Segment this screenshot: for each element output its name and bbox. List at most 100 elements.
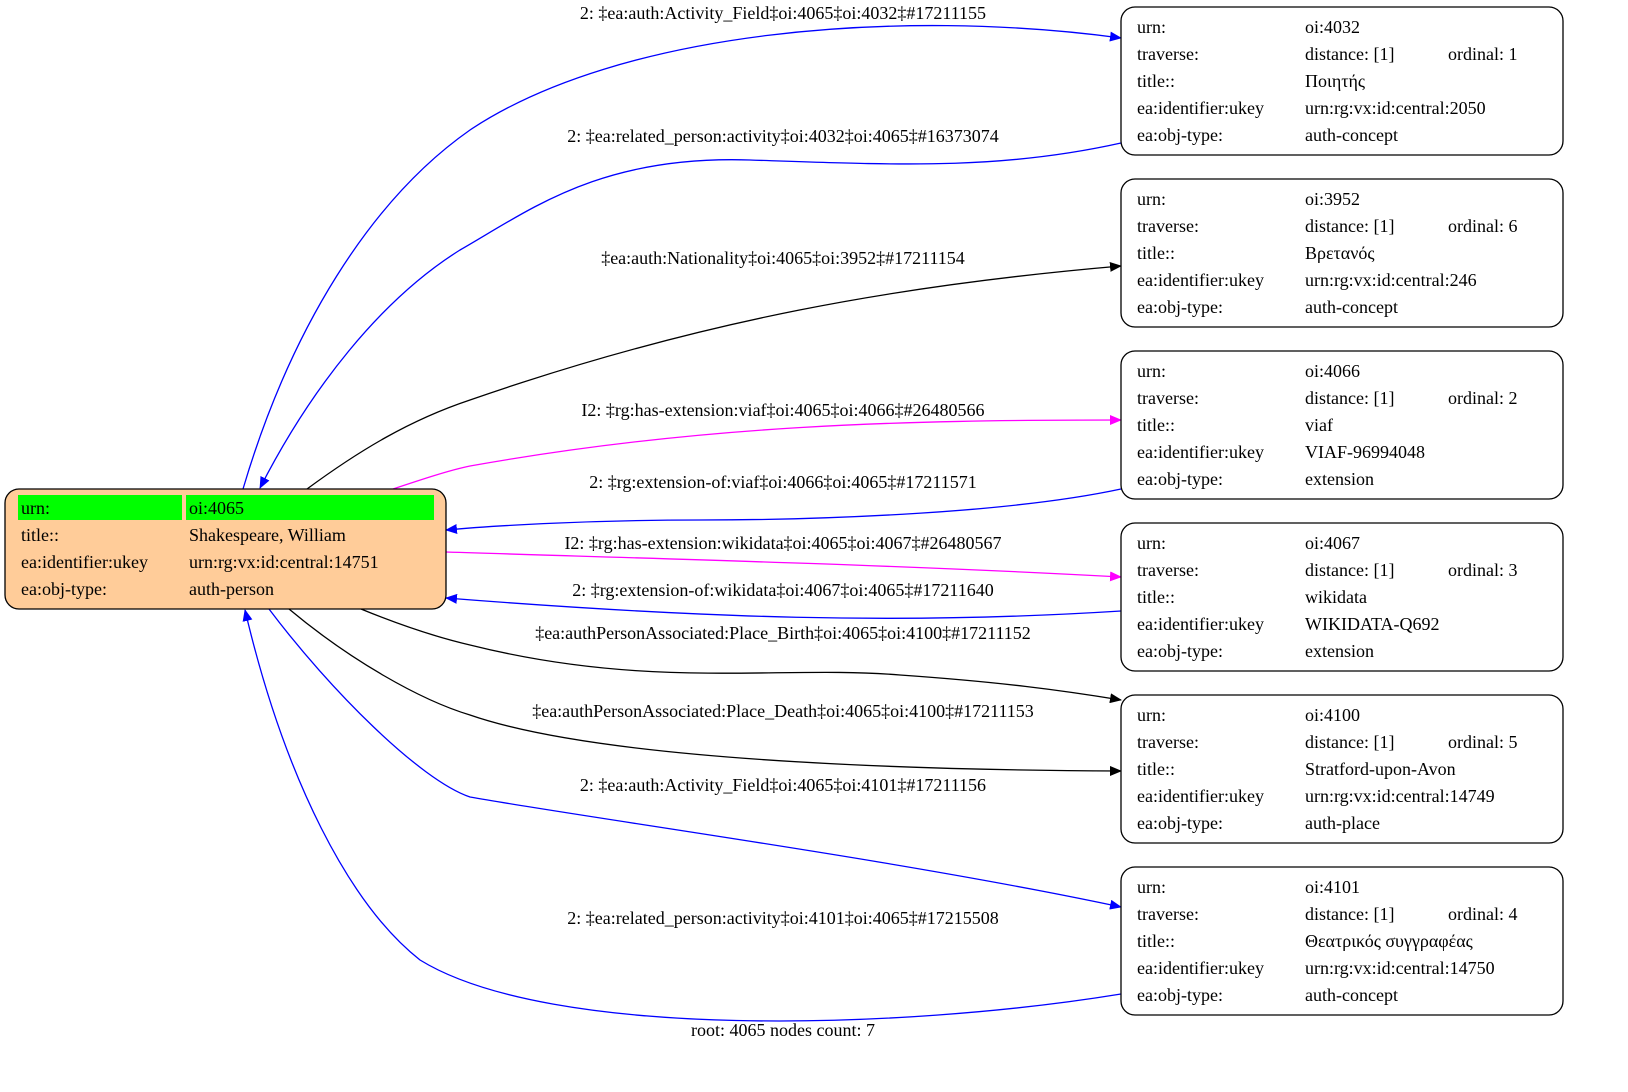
node-box xyxy=(1120,522,1564,672)
key: ea:identifier:ukey xyxy=(1137,958,1264,978)
value: extension xyxy=(1305,469,1374,489)
value: distance: [1] xyxy=(1305,732,1394,752)
key: traverse: xyxy=(1137,388,1199,408)
value: wikidata xyxy=(1305,587,1367,607)
key: urn: xyxy=(1137,533,1166,553)
key: urn: xyxy=(1137,877,1166,897)
key: title:: xyxy=(1137,415,1175,435)
edge-4065-4101 xyxy=(268,608,1122,910)
edge-label: 2: ‡ea:related_person:activity‡oi:4032‡o… xyxy=(567,126,998,146)
edge-label: ‡ea:auth:Nationality‡oi:4065‡oi:3952‡#17… xyxy=(601,248,965,268)
node-oi-4100[interactable]: urn: oi:4100 traverse: distance: [1] ordinal… xyxy=(1120,694,1564,844)
key: title:: xyxy=(1137,243,1175,263)
value: oi:4032 xyxy=(1305,17,1360,37)
key: title:: xyxy=(1137,587,1175,607)
value: urn:rg:vx:id:central:2050 xyxy=(1305,98,1486,118)
edge-4065-4066 xyxy=(392,415,1122,490)
key: ea:identifier:ukey xyxy=(1137,614,1264,634)
value: distance: [1] xyxy=(1305,904,1394,924)
node-oi-3952[interactable]: urn: oi:3952 traverse: distance: [1] ordinal… xyxy=(1120,178,1564,328)
key: ea:obj-type: xyxy=(1137,469,1223,489)
key: title:: xyxy=(21,525,59,545)
key: traverse: xyxy=(1137,44,1199,64)
key: ea:identifier:ukey xyxy=(1137,270,1264,290)
ordinal: ordinal: 2 xyxy=(1448,388,1518,408)
key: ea:obj-type: xyxy=(21,579,107,599)
edge-label: ‡ea:authPersonAssociated:Place_Death‡oi:… xyxy=(532,701,1034,721)
node-oi-4032[interactable]: urn: oi:4032 traverse: distance: [1] ordinal… xyxy=(1120,6,1564,156)
node-box xyxy=(1120,866,1564,1016)
key: traverse: xyxy=(1137,732,1199,752)
value: auth-concept xyxy=(1305,985,1398,1005)
ordinal: ordinal: 1 xyxy=(1448,44,1518,64)
key: ea:obj-type: xyxy=(1137,125,1223,145)
value: urn:rg:vx:id:central:14751 xyxy=(189,552,379,572)
edge-4067-4065 xyxy=(445,593,1122,619)
value: Ποιητής xyxy=(1305,71,1365,91)
edge-label: 2: ‡ea:auth:Activity_Field‡oi:4065‡oi:41… xyxy=(580,775,986,795)
value: auth-place xyxy=(1305,813,1380,833)
value: Βρετανός xyxy=(1305,243,1374,263)
edge-label: I2: ‡rg:has-extension:wikidata‡oi:4065‡o… xyxy=(564,533,1001,553)
edge-label: 2: ‡ea:auth:Activity_Field‡oi:4065‡oi:40… xyxy=(580,3,986,23)
edge-4032-4065 xyxy=(259,142,1122,489)
edge-label: 2: ‡ea:related_person:activity‡oi:4101‡o… xyxy=(567,908,998,928)
value: VIAF-96994048 xyxy=(1305,442,1425,462)
value: auth-concept xyxy=(1305,125,1398,145)
value: extension xyxy=(1305,641,1374,661)
value: WIKIDATA-Q692 xyxy=(1305,614,1440,634)
value: oi:4100 xyxy=(1305,705,1360,725)
key: urn: xyxy=(1137,189,1166,209)
edge-4065-4032 xyxy=(242,24,1122,490)
ordinal: ordinal: 6 xyxy=(1448,216,1518,236)
value: oi:3952 xyxy=(1305,189,1360,209)
value: auth-concept xyxy=(1305,297,1398,317)
value: viaf xyxy=(1305,415,1333,435)
key: ea:identifier:ukey xyxy=(1137,98,1264,118)
value: Θεατρικός συγγραφέας xyxy=(1305,931,1473,951)
highlight-cell xyxy=(186,495,434,520)
footer-text: root: 4065 nodes count: 7 xyxy=(691,1020,875,1040)
value: oi:4101 xyxy=(1305,877,1360,897)
value: distance: [1] xyxy=(1305,216,1394,236)
node-oi-4067[interactable]: urn: oi:4067 traverse: distance: [1] ordinal… xyxy=(1120,522,1564,672)
edge-4065-4067 xyxy=(445,551,1122,582)
value: auth-person xyxy=(189,579,274,599)
key: traverse: xyxy=(1137,216,1199,236)
ordinal: ordinal: 3 xyxy=(1448,560,1518,580)
node-box xyxy=(1120,694,1564,844)
edge-label: 2: ‡rg:extension-of:wikidata‡oi:4067‡oi:… xyxy=(572,580,993,600)
key: traverse: xyxy=(1137,560,1199,580)
key: urn: xyxy=(1137,17,1166,37)
key: ea:identifier:ukey xyxy=(1137,442,1264,462)
value: urn:rg:vx:id:central:14750 xyxy=(1305,958,1495,978)
key: ea:obj-type: xyxy=(1137,297,1223,317)
edge-label: I2: ‡rg:has-extension:viaf‡oi:4065‡oi:40… xyxy=(581,400,984,420)
value: oi:4067 xyxy=(1305,533,1360,553)
value: oi:4065 xyxy=(189,498,244,518)
edge-4065-3952 xyxy=(306,261,1122,490)
key: ea:obj-type: xyxy=(1137,813,1223,833)
edge-4065-4100-birth xyxy=(360,608,1122,704)
root-node[interactable]: urn: oi:4065 title:: Shakespeare, Willia… xyxy=(4,488,447,610)
value: distance: [1] xyxy=(1305,388,1394,408)
value: distance: [1] xyxy=(1305,44,1394,64)
key: title:: xyxy=(1137,759,1175,779)
node-box xyxy=(1120,350,1564,500)
key: urn: xyxy=(21,498,50,518)
key: urn: xyxy=(1137,361,1166,381)
value: urn:rg:vx:id:central:14749 xyxy=(1305,786,1495,806)
value: Stratford-upon-Avon xyxy=(1305,759,1456,779)
edge-4066-4065 xyxy=(445,488,1122,534)
node-box xyxy=(1120,178,1564,328)
key: ea:obj-type: xyxy=(1137,641,1223,661)
node-box xyxy=(1120,6,1564,156)
key: title:: xyxy=(1137,71,1175,91)
value: distance: [1] xyxy=(1305,560,1394,580)
key: ea:obj-type: xyxy=(1137,985,1223,1005)
ordinal: ordinal: 5 xyxy=(1448,732,1518,752)
key: urn: xyxy=(1137,705,1166,725)
